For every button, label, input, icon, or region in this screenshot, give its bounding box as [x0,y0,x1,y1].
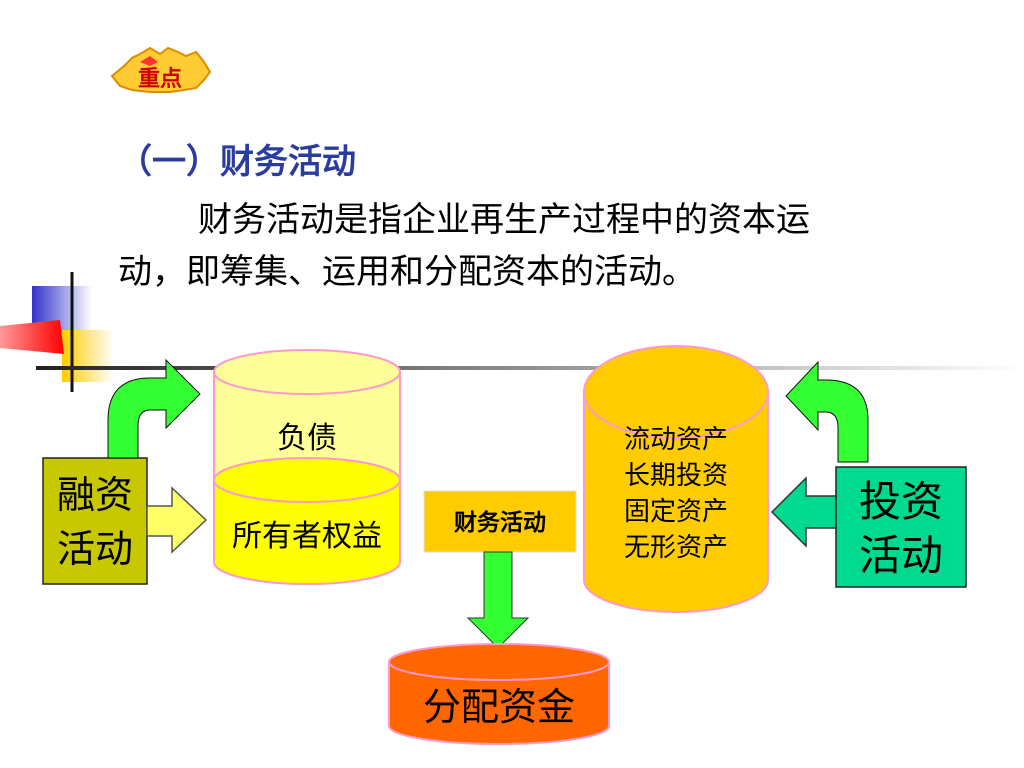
arrow-right-icon [146,486,208,554]
investing-label-line1: 投资 [859,477,943,526]
arrow-left-icon [770,476,837,548]
center-box-label: 财务活动 [454,510,546,536]
red-bar-decoration [0,320,64,354]
key-point-badge: 重点 [110,46,212,93]
owners-equity-label: 所有者权益 [232,519,382,554]
definition-paragraph: 财务活动是指企业再生产过程中的资本运 动，即筹集、运用和分配资本的活动。 [118,194,918,298]
paragraph-line-1: 财务活动是指企业再生产过程中的资本运 [198,200,810,240]
distribution-cylinder: 分配资金 [388,643,610,745]
distribution-label: 分配资金 [423,685,575,729]
cylinder-top [213,349,401,395]
capital-sources-cylinder: 负债 所有者权益 [213,349,401,585]
asset-line-3: 固定资产 [624,497,728,527]
financial-activity-center-box: 财务活动 [423,490,577,553]
investing-label-line2: 活动 [859,531,943,580]
badge-text: 重点 [138,66,182,92]
corner-decoration [0,272,1024,392]
arrow-down-icon [466,551,530,649]
assets-cylinder: 流动资产 长期投资 固定资产 无形资产 [583,345,769,613]
paragraph-line-2: 动，即筹集、运用和分配资本的活动。 [118,252,696,292]
curved-arrow-up-left-icon [785,360,869,463]
financing-label-line2: 活动 [57,527,133,571]
asset-line-1: 流动资产 [624,425,728,455]
equity-layer-top [213,457,401,503]
badge-burst-shape [110,46,212,93]
financing-label-line1: 融资 [57,473,133,517]
section-heading: （一）财务活动 [118,142,356,182]
liabilities-label: 负债 [277,421,337,456]
horizontal-rule [36,366,1024,370]
investing-activity-box: 投资 活动 [835,466,967,588]
equity-layer [213,479,401,585]
badge-flame-shape [140,56,158,66]
financing-activity-box: 融资 活动 [42,457,148,585]
asset-line-2: 长期投资 [624,461,728,491]
asset-line-4: 无形资产 [624,533,728,563]
curved-arrow-up-right-icon [107,358,201,459]
yellow-square-decoration [62,330,114,382]
